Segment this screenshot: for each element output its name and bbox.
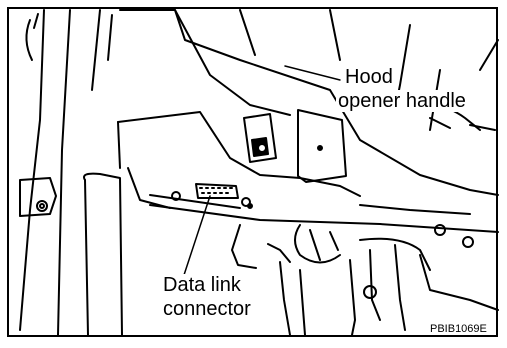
pillar-line (92, 10, 100, 90)
figure-code: PBIB1069E (430, 323, 487, 335)
frame-member (470, 125, 495, 130)
lower-dash-panel (118, 112, 360, 196)
door-hinge (20, 178, 56, 216)
data-link-label-line1: Data link (161, 274, 243, 296)
column-assembly (232, 225, 498, 335)
dash-trim (480, 40, 498, 70)
hood-opener-label-line1: Hood (343, 66, 395, 88)
lower-dash-panel (128, 168, 170, 208)
frame-member (430, 118, 450, 128)
wiring-strand (26, 20, 32, 60)
kick-panel (84, 174, 122, 335)
dash-trim (175, 10, 290, 115)
kick-panel (85, 180, 88, 335)
dash-trim (330, 10, 340, 60)
data-link-label-line2: connector (161, 298, 253, 320)
hood-opener-handle (244, 114, 276, 162)
dash-trim (240, 10, 255, 55)
hood-opener-label-line2: opener handle (336, 90, 468, 112)
lower-dash-panel (360, 205, 470, 214)
pillar-line (108, 15, 112, 60)
wiring-strand (34, 14, 38, 28)
pillar-line (58, 10, 70, 335)
lower-dash-panel (118, 122, 120, 168)
data-link-leader (184, 196, 210, 275)
